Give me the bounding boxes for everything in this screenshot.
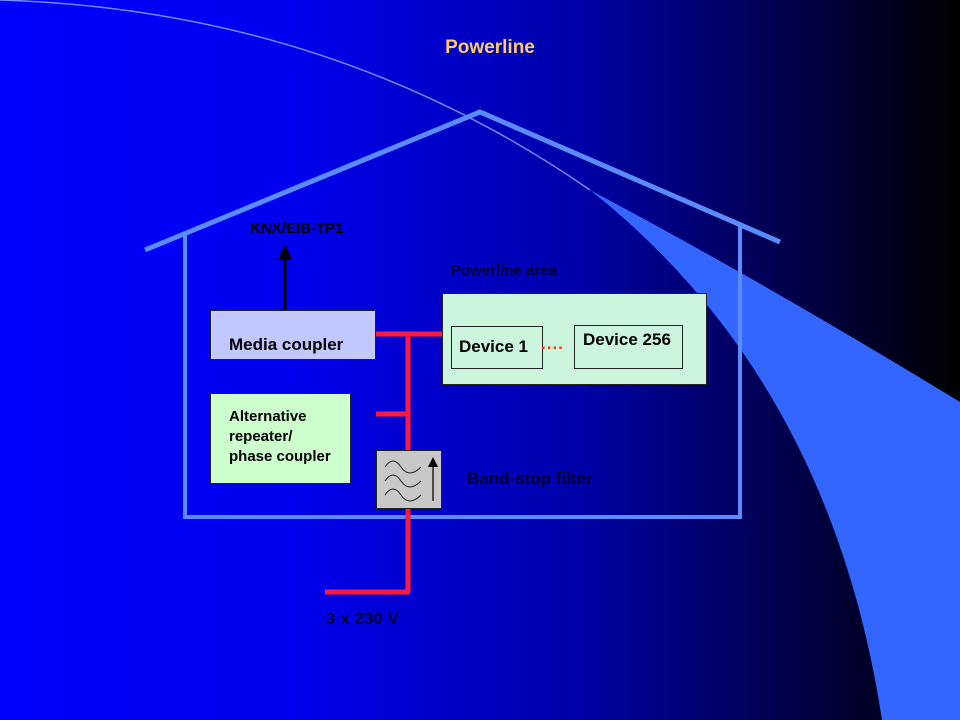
slide-title: Powerline [445, 37, 535, 58]
alt-line-2: repeater/ [229, 428, 293, 445]
alternative-coupler-box: Alternative repeater/ phase coupler [210, 393, 351, 484]
house-roof [144, 109, 781, 253]
powerline-area-label: Powerline area [451, 262, 557, 279]
alt-line-1: Alternative [229, 408, 307, 425]
mains-label: 3 x 230 V [326, 609, 399, 628]
device-256-box: Device 256 [574, 325, 683, 369]
arrow-up-icon [278, 244, 292, 310]
media-coupler-label: Media coupler [229, 335, 344, 354]
media-coupler-box: Media coupler [210, 310, 376, 360]
decorative-arc [0, 0, 591, 191]
band-stop-filter-icon [376, 450, 442, 509]
house-walls [183, 226, 742, 519]
device-256-label: Device 256 [583, 330, 671, 349]
device-1-box: Device 1 [451, 326, 543, 369]
powerline-area-box: Device 1 .... Device 256 [442, 293, 707, 385]
band-stop-filter-label: Band-stop filter [467, 469, 593, 488]
device-1-label: Device 1 [459, 337, 528, 356]
knx-label: KNX/EIB-TP1 [250, 220, 344, 237]
device-ellipsis: .... [541, 334, 564, 353]
alt-line-3: phase coupler [229, 448, 331, 465]
decorative-swoosh [590, 190, 960, 720]
